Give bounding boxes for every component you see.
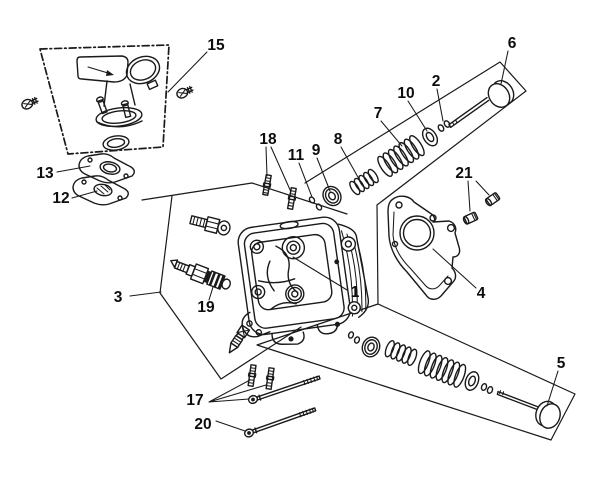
callout-5: 5 [557, 355, 566, 372]
screw-right-drawing [176, 85, 194, 99]
callout-8: 8 [334, 131, 343, 148]
valve-spring-8-drawing [349, 168, 379, 196]
spark-plug-drawing [170, 259, 231, 290]
group-frame-left [141, 182, 348, 380]
leader-lines [56, 50, 559, 432]
callout-19: 19 [197, 299, 215, 316]
valve-cotters-11-drawing [308, 196, 323, 211]
dowel-pins-21-drawing [462, 192, 501, 225]
long-bolt-20-drawing [243, 407, 317, 438]
hose-clamp-drawing [125, 55, 161, 91]
spring-seat-9-drawing [322, 185, 342, 207]
callout-labels: 1 2 3 4 5 6 7 8 9 10 11 12 13 15 17 18 1… [36, 35, 565, 433]
lower-valve-cotters-2-drawing [480, 383, 494, 394]
callout-21: 21 [455, 165, 473, 182]
group-frame-right [256, 61, 576, 441]
callout-3: 3 [114, 289, 123, 306]
drain-bolt-drawing [228, 324, 251, 354]
lower-spring-large-drawing [417, 350, 467, 388]
callout-7: 7 [374, 105, 383, 122]
intake-valve-5-drawing [496, 390, 561, 429]
screw-left-drawing [21, 96, 39, 110]
callout-1: 1 [351, 284, 360, 301]
callout-15: 15 [207, 37, 225, 54]
cylinder-head-drawing [237, 216, 370, 345]
valve-guide-studs-drawing [262, 174, 297, 210]
valve-spring-7-drawing [377, 135, 425, 177]
callout-13: 13 [36, 165, 54, 182]
dashed-assembly-box [39, 44, 170, 155]
callout-2: 2 [432, 73, 441, 90]
spring-retainer-10-drawing [421, 127, 439, 147]
exhaust-valve-6-drawing [448, 80, 515, 129]
manifold-oring-drawing [102, 135, 130, 151]
intake-manifold-drawing [76, 55, 143, 128]
callout-10: 10 [397, 85, 414, 102]
lower-spring-seat-drawing [361, 336, 381, 358]
long-bolt-17-drawing [247, 375, 321, 405]
callout-12: 12 [52, 190, 69, 207]
studs-17-drawing [247, 364, 275, 390]
gasket-13-drawing [78, 153, 135, 184]
callout-20: 20 [194, 416, 211, 433]
callout-17: 17 [186, 392, 203, 409]
lower-valve-cotters-drawing [347, 331, 361, 344]
callout-6: 6 [508, 35, 517, 52]
head-gasket-4-drawing [387, 195, 461, 300]
sensor-bolt-drawing [189, 215, 231, 236]
valve-cotters-2-drawing [437, 120, 451, 132]
callout-9: 9 [312, 142, 321, 159]
callout-11: 11 [288, 147, 305, 164]
lower-spring-small-drawing [384, 339, 418, 367]
callout-4: 4 [477, 285, 486, 302]
lower-spring-retainer-drawing [464, 371, 480, 391]
callout-18: 18 [259, 131, 277, 148]
